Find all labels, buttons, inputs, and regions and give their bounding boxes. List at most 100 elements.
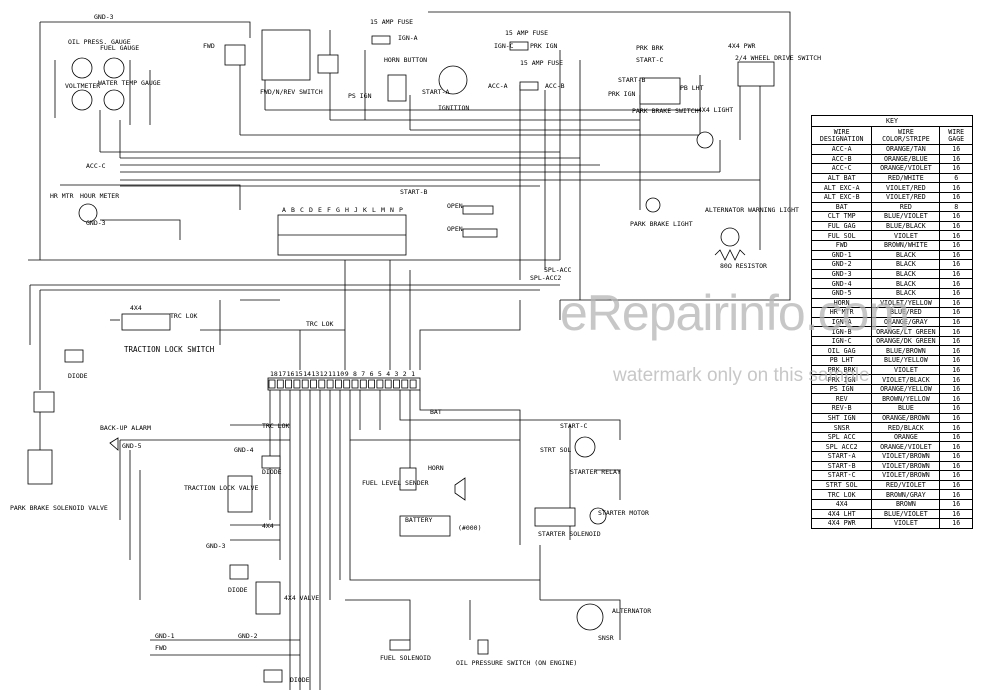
wire-label-gnd3: GND-3 — [94, 13, 114, 21]
wire-label-prk-brk: PRK BRK — [636, 44, 663, 52]
key-cell-designation: ALT BAT — [810, 172, 873, 184]
key-cell-color: BROWN/GRAY — [871, 489, 941, 500]
drive-switch-body — [737, 61, 775, 87]
key-cell-color: ORANGE/BLUE — [871, 153, 941, 165]
wire-label-acc-a: ACC-A — [488, 82, 508, 90]
water-temp-gauge-icon — [103, 89, 125, 111]
oil-switch-label: OIL PRESSURE SWITCH (ON ENGINE) — [456, 659, 577, 667]
connector-pin-number: 11 — [328, 370, 336, 378]
key-cell-designation: ACC-A — [810, 144, 873, 155]
horn-icon — [454, 477, 466, 501]
key-cell-color: VIOLET/BLACK — [871, 374, 941, 385]
drive-switch-label: 2/4 WHEEL DRIVE SWITCH — [735, 54, 821, 62]
fuse-mid1-label: 15 AMP FUSE — [505, 29, 548, 37]
connector-pin-letter: P — [399, 206, 403, 214]
fuse-mid2-icon — [519, 81, 539, 91]
alternator-label: ALTERNATOR — [612, 607, 651, 615]
fwd-rev-label: FWD/N/REV SWITCH — [260, 88, 323, 96]
wire-label-gnd3-c: GND-3 — [206, 542, 226, 550]
hour-meter-icon — [78, 203, 98, 223]
connector-pin-socket — [285, 379, 293, 389]
connector-pin-letter: J — [354, 206, 358, 214]
wire-label-prk-ign: PRK IGN — [530, 42, 557, 50]
connector-pin-letter: A — [282, 206, 286, 214]
light-4x4-label: 4X4 LIGHT — [698, 106, 733, 114]
key-cell-gage: 16 — [939, 191, 973, 203]
key-cell-gage: 16 — [939, 518, 973, 529]
key-cell-color: BLUE/BROWN — [871, 345, 941, 357]
voltmeter-label: VOLTMETER — [65, 82, 100, 90]
key-cell-gage: 16 — [939, 412, 973, 424]
connector-pin-socket — [276, 379, 284, 389]
valve-4x4-body — [255, 581, 281, 615]
key-cell-gage: 16 — [939, 335, 973, 347]
spl-acc2-plug — [462, 228, 498, 238]
alt-warning-light-icon — [720, 227, 740, 247]
key-cell-designation: 4X4 PWR — [810, 518, 873, 529]
starter-motor-label: STARTER MOTOR — [598, 509, 649, 517]
horn-label: HORN — [428, 464, 444, 472]
key-cell-designation: CLT TMP — [810, 211, 873, 222]
connector-pin-number: 3 — [395, 370, 399, 378]
key-cell-color: ORANGE/BROWN — [871, 412, 941, 424]
key-cell-gage: 16 — [939, 422, 973, 433]
key-cell-designation: GND-1 — [810, 249, 873, 261]
connector-pin-socket — [318, 379, 326, 389]
key-cell-designation: START-A — [810, 451, 873, 462]
wire-label-start-b: START-B — [618, 76, 645, 84]
wire-label-gnd5: GND-5 — [122, 442, 142, 450]
diode-bottom-icon — [263, 669, 283, 683]
key-cell-gage: 16 — [939, 153, 973, 165]
traction-lock-switch-body — [121, 313, 171, 331]
key-cell-gage: 8 — [939, 201, 973, 213]
engine-components: FUEL LEVEL SENDER HORN BATTERY STARTER R… — [362, 436, 651, 667]
key-cell-designation: SHT IGN — [810, 412, 873, 424]
connector-pin-number: 4 — [386, 370, 390, 378]
key-cell-designation: FWD — [810, 239, 873, 251]
key-cell-gage: 16 — [939, 249, 973, 261]
key-cell-gage: 16 — [939, 403, 973, 414]
fuel-solenoid-body — [389, 639, 411, 651]
connector-pin-letter: F — [327, 206, 331, 214]
key-cell-designation: BAT — [810, 201, 873, 213]
wire-label-strt-sol: STRT SOL — [540, 446, 571, 454]
connector-pin-number: 10 — [336, 370, 344, 378]
connector-pin-letter: L — [372, 206, 376, 214]
key-cell-gage: 16 — [939, 259, 973, 270]
key-cell-color: BROWN — [871, 498, 941, 510]
wire-label-trc-lok: TRC LOK — [306, 320, 333, 328]
connector-pin-letter: G — [336, 206, 340, 214]
ignition-label: IGNITION — [438, 104, 469, 112]
wire-label-ign-a: IGN-A — [398, 34, 418, 42]
hour-meter-label: HOUR METER — [80, 192, 119, 200]
connector-pin-socket — [310, 379, 317, 389]
fuse-top-label: 15 AMP FUSE — [370, 18, 413, 26]
spl-acc-plug — [462, 205, 494, 215]
term-2000: (#000) — [458, 524, 481, 532]
key-cell-color: RED/VIOLET — [871, 479, 941, 491]
connector-pin-letter: N — [390, 206, 394, 214]
key-cell-color: BLACK — [871, 249, 941, 261]
key-cell-gage: 6 — [939, 172, 973, 184]
key-cell-designation: FUL GAG — [810, 220, 873, 232]
key-cell-designation: ACC-C — [810, 163, 873, 174]
wire-label-gnd1: GND-1 — [155, 632, 175, 640]
key-cell-color: BLUE/VIOLET — [871, 508, 941, 520]
light-4x4-icon — [696, 131, 714, 149]
key-cell-gage: 16 — [939, 287, 973, 299]
wire-label-fwd: FWD — [203, 42, 215, 50]
harness-lines — [28, 11, 791, 690]
connector-pin-letter: C — [300, 206, 304, 214]
connector-pin-number: 1 — [411, 370, 415, 378]
key-header-gage: WIRE GAGE — [939, 126, 973, 145]
